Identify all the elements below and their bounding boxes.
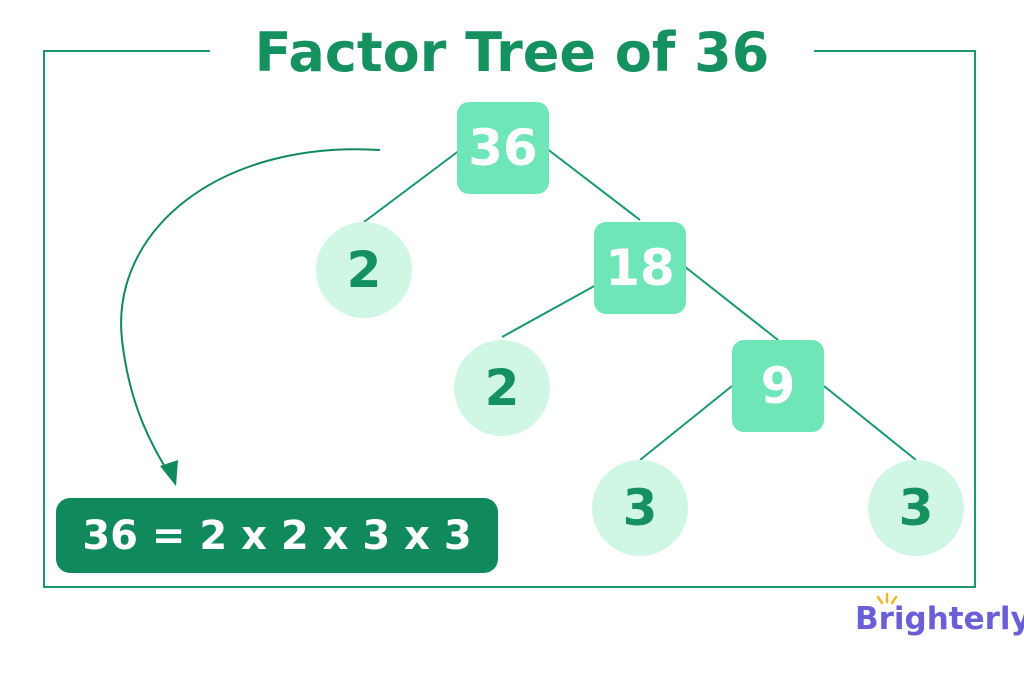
node-36: 36: [457, 102, 549, 194]
edge-36-to-18: [545, 147, 641, 221]
node-9: 9: [732, 340, 824, 432]
node-3-right: 3: [868, 460, 964, 556]
edge-36-to-2: [363, 149, 461, 223]
node-18: 18: [594, 222, 686, 314]
edge-9-to-3-right: [823, 385, 917, 461]
arrow-head-icon: [160, 460, 178, 486]
curved-arrow: [120, 148, 381, 473]
brand-logo: Brighterly: [855, 601, 1024, 637]
node-2-level2: 2: [454, 340, 550, 436]
node-2-level1: 2: [316, 222, 412, 318]
sparkle-icon: [876, 592, 898, 605]
node-3-left: 3: [592, 460, 688, 556]
diagram-title: Factor Tree of 36: [210, 18, 814, 88]
edge-9-to-3-left: [639, 385, 733, 461]
edge-18-to-2: [501, 283, 599, 338]
result-equation: 36 = 2 x 2 x 3 x 3: [56, 498, 498, 573]
edge-18-to-9: [683, 265, 779, 341]
